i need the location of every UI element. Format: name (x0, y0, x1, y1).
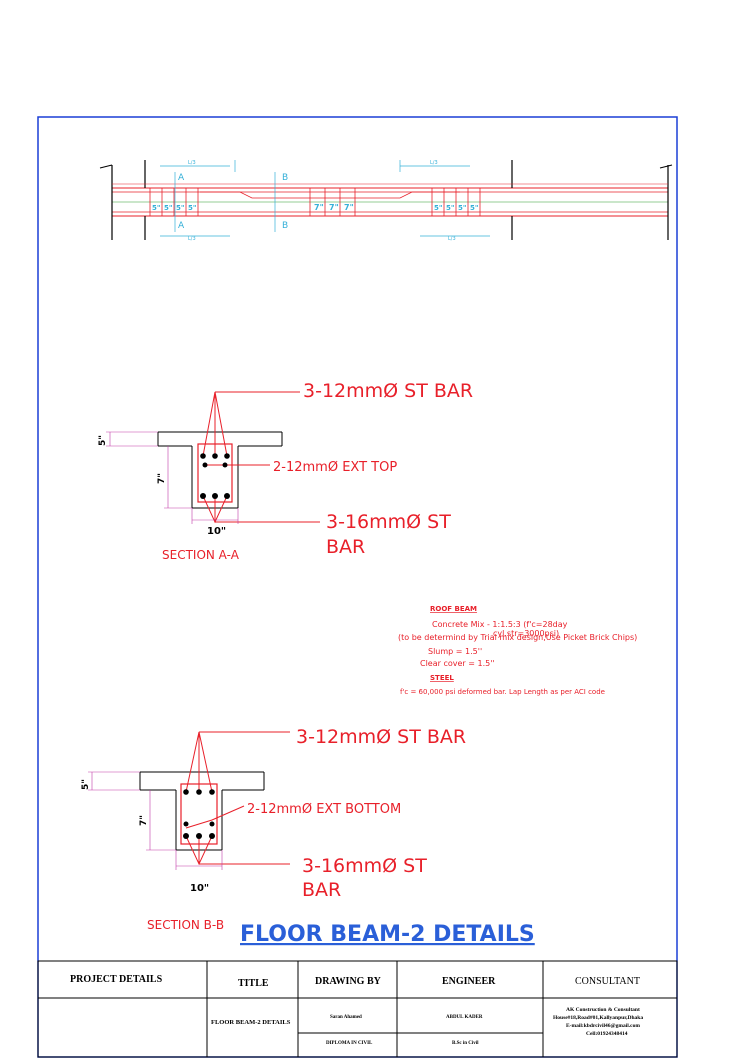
section-b-bottom-bar-label-2: BAR (302, 879, 341, 901)
section-b-width-dim: 10" (190, 883, 209, 894)
title-header: TITLE (238, 978, 269, 989)
section-b-extra-bar-label: 2-12mmØ EXT BOTTOM (247, 802, 401, 817)
svg-text:House#18,Road#01,Kallyanpur,Dh: House#18,Road#01,Kallyanpur,Dhaka (553, 1015, 643, 1021)
section-b-dimensions (88, 771, 223, 870)
svg-text:Cell:01924348414: Cell:01924348414 (586, 1031, 628, 1037)
svg-text:7": 7" (329, 203, 339, 212)
section-b-bottom-bar-label: 3-16mmØ ST (302, 855, 427, 877)
section-b-rebars (183, 789, 215, 839)
drawing-by-header: DRAWING BY (315, 976, 382, 987)
section-a-width-dim: 10" (207, 526, 226, 537)
section-a-web-dim: 7" (157, 473, 167, 484)
span-label-left: L/3 (188, 160, 196, 166)
svg-text:7": 7" (314, 203, 324, 212)
project-details-header: PROJECT DETAILS (70, 974, 163, 985)
svg-text:5": 5" (434, 204, 443, 212)
section-b-slab-dim: 5" (81, 779, 91, 790)
cylinder-strength-note: cyl.str=3000psi) (493, 629, 559, 638)
section-a-bottom-bar-label: 3-16mmØ ST (326, 511, 451, 533)
svg-text:5": 5" (152, 204, 161, 212)
engineer-qualification: B.Sc in Civil (452, 1041, 479, 1046)
section-a-top-bar-label: 3-12mmØ ST BAR (303, 380, 473, 402)
svg-text:5": 5" (458, 204, 467, 212)
stirrup-spacing-left: 5" 5" 5" 5" (152, 204, 197, 212)
section-a-slab-dim: 5" (98, 435, 108, 446)
steel-heading: STEEL (430, 674, 454, 682)
section-a-leaders (202, 391, 320, 524)
section-b-marker-bottom: B (282, 221, 288, 231)
stirrup-spacing-right: 5" 5" 5" 5" (434, 204, 479, 212)
svg-text:5": 5" (188, 204, 197, 212)
svg-text:5": 5" (164, 204, 173, 212)
steel-spec-note: f'c = 60,000 psi deformed bar. Lap Lengt… (400, 688, 605, 696)
clear-cover-note: Clear cover = 1.5'' (420, 659, 495, 668)
title-block (37, 960, 678, 1058)
span-label-right-bottom: L/3 (448, 236, 456, 242)
mix-design-note: (to be determind by Trial mix design,Use… (398, 633, 637, 642)
section-a-drawing (157, 431, 283, 509)
engineer-name: ABDUL KADER (446, 1015, 483, 1020)
roof-beam-heading: ROOF BEAM (430, 605, 477, 613)
section-a-dimensions (106, 431, 239, 524)
drawn-by-qualification: DIPLOMA IN CIVIL (326, 1041, 373, 1046)
section-b-drawing (139, 771, 265, 851)
span-label-right: L/3 (430, 160, 438, 166)
slump-note: Slump = 1.5'' (428, 647, 482, 656)
section-a-extra-bar-label: 2-12mmØ EXT TOP (273, 460, 397, 475)
svg-text:5": 5" (176, 204, 185, 212)
title-value: FLOOR BEAM-2 DETAILS (211, 1019, 291, 1026)
section-a-title: SECTION A-A (162, 548, 240, 562)
sheet-border (37, 116, 678, 1058)
engineer-header: ENGINEER (442, 976, 496, 987)
svg-text:5": 5" (470, 204, 479, 212)
drawing-title: FLOOR BEAM-2 DETAILS (240, 922, 535, 947)
svg-text:AK Construction & Consultant: AK Construction & Consultant (566, 1007, 640, 1013)
svg-text:E-mail:kbdrcivil46@gmail.com: E-mail:kbdrcivil46@gmail.com (566, 1023, 640, 1029)
section-b-top-bar-label: 3-12mmØ ST BAR (296, 726, 466, 748)
svg-text:5": 5" (446, 204, 455, 212)
section-b-title: SECTION B-B (147, 918, 224, 932)
section-a-marker-top: A (178, 173, 185, 183)
material-notes: ROOF BEAM Concrete Mix - 1:1.5:3 (f'c=28… (398, 605, 637, 696)
section-a-bottom-bar-label-2: BAR (326, 536, 365, 558)
consultant-header: CONSULTANT (575, 976, 640, 987)
section-a-rebars (200, 453, 230, 499)
svg-text:7": 7" (344, 203, 354, 212)
stirrup-spacing-mid: 7" 7" 7" (314, 203, 354, 212)
span-label-left-bottom: L/3 (188, 236, 196, 242)
concrete-mix-note: Concrete Mix - 1:1.5:3 (f'c=28day (432, 620, 568, 629)
section-b-leaders (185, 731, 290, 866)
drawn-by-name: Saran Ahamed (330, 1015, 362, 1020)
section-b-web-dim: 7" (139, 815, 149, 826)
section-a-marker-bottom: A (178, 221, 185, 231)
consultant-details: AK Construction & Consultant House#18,Ro… (553, 1007, 643, 1037)
beam-elevation (99, 160, 673, 240)
section-b-marker-top: B (282, 173, 288, 183)
